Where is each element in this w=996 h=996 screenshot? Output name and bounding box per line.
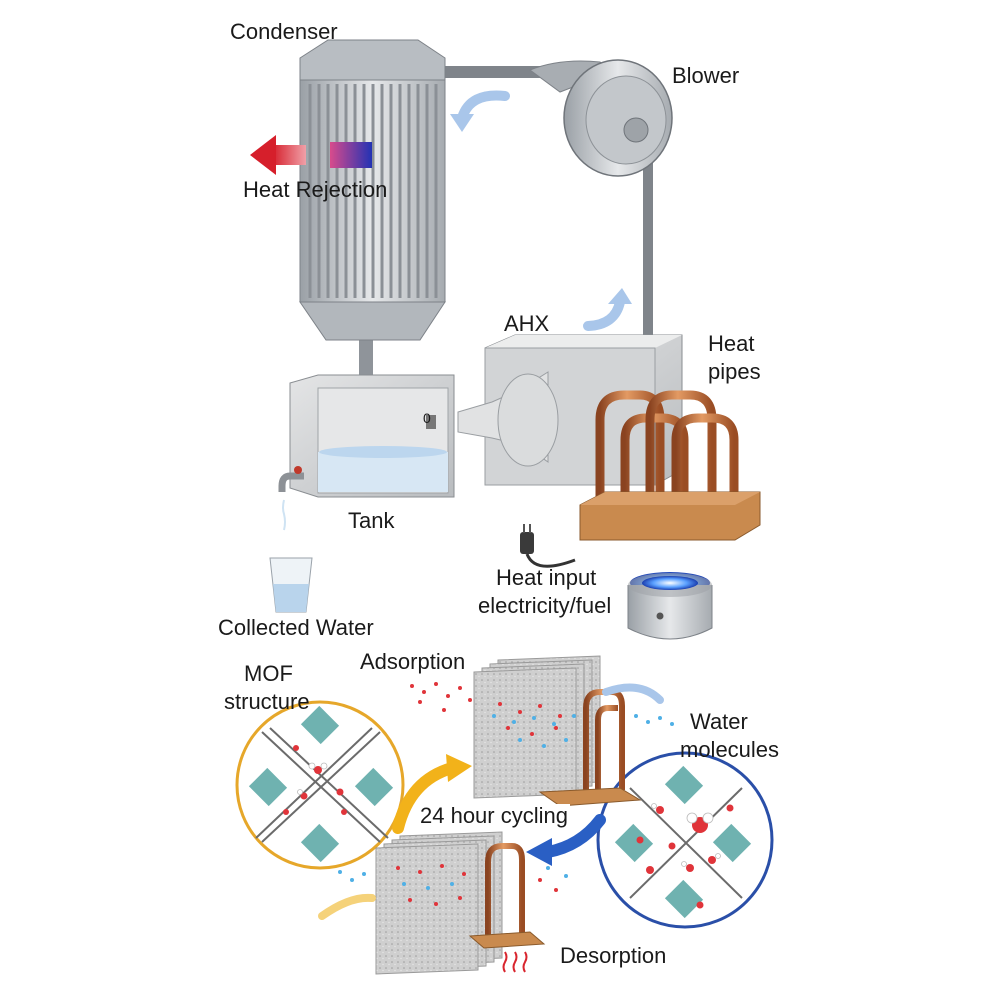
condenser-label: Condenser — [230, 19, 338, 44]
wood-base — [579, 491, 761, 541]
collected-water-label: Collected Water — [218, 615, 374, 640]
cycling-label: 24 hour cycling — [418, 803, 570, 828]
cycling-arrow-up — [392, 754, 472, 834]
water-molecules-label-line2: molecules — [680, 737, 780, 762]
flow-arrow-head-condenser — [450, 114, 474, 132]
desorption-water-dots — [338, 864, 568, 906]
blower-label: Blower — [672, 63, 740, 88]
mof-structure-label-line1: MOF — [244, 661, 293, 686]
water-release-arrow — [602, 683, 664, 704]
tank-label: Tank — [348, 508, 395, 533]
cycling-arrow-down — [526, 814, 606, 866]
heat-rejection-label: Heat Rejection — [243, 177, 388, 202]
flow-arrow-to-condenser — [457, 90, 510, 123]
desorption-panel-stack — [375, 831, 546, 975]
heat-input-label-line1: Heat input — [496, 565, 597, 590]
heat-pipes — [595, 390, 739, 503]
flow-arrow-from-ahx — [583, 297, 625, 331]
ahx-label: AHX — [504, 311, 550, 336]
water-loaded-mof-circle — [596, 751, 774, 929]
mof-structure-label-line2: structure — [224, 689, 310, 714]
blower-unit — [528, 59, 673, 177]
adsorption-label: Adsorption — [360, 649, 466, 674]
water-molecules-label-line1: Water — [690, 709, 748, 734]
heat-input-label-line2: electricity/fuel — [478, 593, 612, 618]
power-plug — [520, 524, 576, 568]
condenser-unit — [299, 39, 446, 341]
tap-faucet — [278, 466, 304, 531]
heat-rejection-arrow — [250, 135, 372, 175]
air-inflow-arrow — [318, 893, 376, 920]
water-glass — [269, 557, 313, 613]
water-tank — [289, 374, 455, 498]
flow-arrow-head-ahx — [608, 288, 632, 304]
mof-structure-circle — [235, 700, 405, 870]
adsorption-panel-stack — [473, 655, 642, 807]
desorption-label: Desorption — [560, 943, 667, 968]
adsorption-water-dots — [410, 682, 674, 748]
heat-pipes-label-line1: Heat — [708, 331, 755, 356]
gas-burner — [627, 572, 713, 640]
tank-gauge-label: 0 — [423, 410, 431, 426]
condenser-fins — [308, 84, 438, 298]
heat-pipes-label-line2: pipes — [708, 359, 761, 384]
